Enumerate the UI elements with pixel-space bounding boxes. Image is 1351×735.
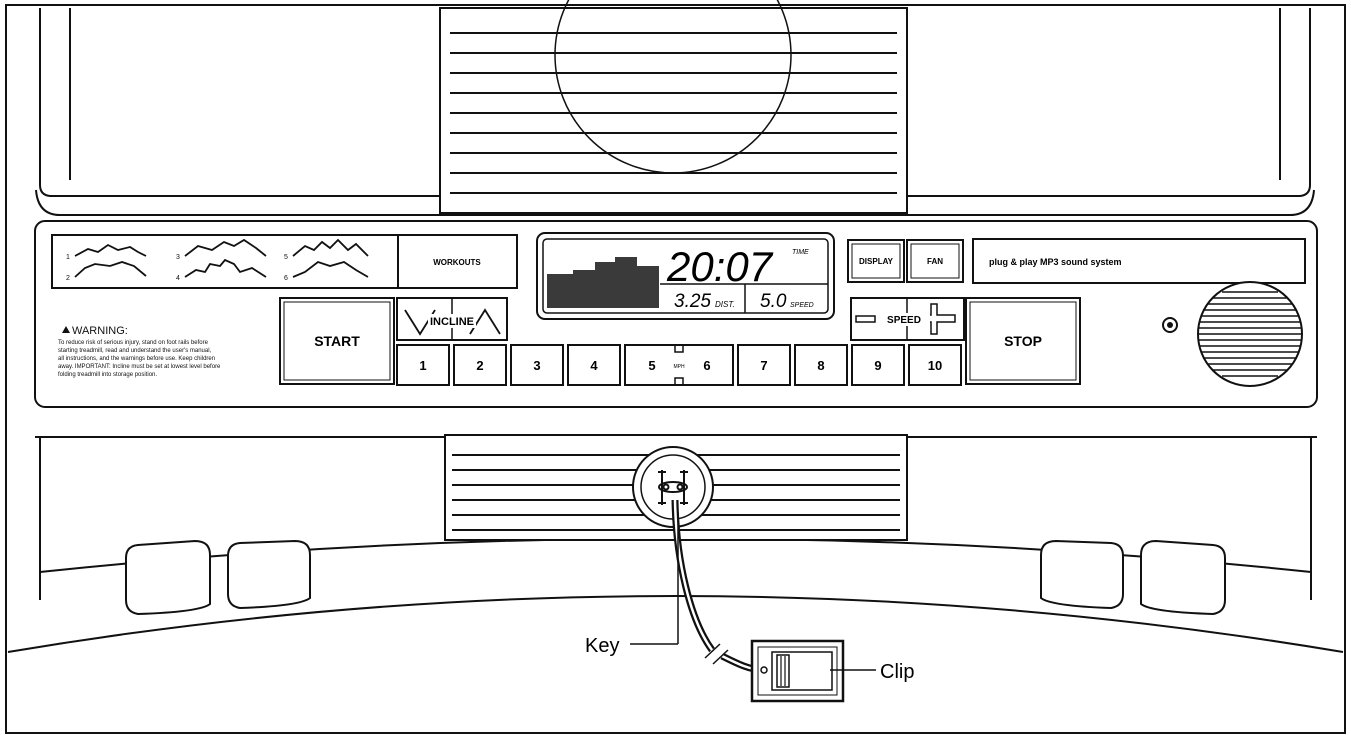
speed-key-4[interactable]: 4 [567,344,621,386]
start-button-label: START [314,333,360,349]
mp3-input-jack-icon[interactable] [1162,317,1178,333]
clip-callout: Clip [830,661,914,683]
incline-buttons[interactable]: INCLINE [396,297,508,341]
speed-key-3[interactable]: 3 [510,344,564,386]
svg-text:WARNING:: WARNING: [72,325,128,337]
svg-text:3: 3 [533,358,540,373]
top-vent [439,0,908,214]
incline-label: INCLINE [430,316,474,328]
lcd-time-label: TIME [792,249,809,256]
workouts-button-label[interactable]: WORKOUTS [433,258,481,267]
cup-holder-right-1 [1040,539,1124,610]
workout-number-4: 4 [176,275,180,282]
workout-number-6: 6 [284,275,288,282]
workout-profiles-panel [51,234,518,289]
lcd-time-value: 20:07 [666,243,774,290]
speed-key-8[interactable]: 8 [794,344,848,386]
speed-key-6[interactable]: 6 [703,358,710,373]
lcd-speed-label: SPEED [790,302,814,309]
workout-profile-icons [74,238,369,278]
speed-key-2[interactable]: 2 [453,344,507,386]
key-callout: Key [585,512,679,657]
clip-callout-label: Clip [880,661,914,683]
stop-button[interactable]: STOP [965,297,1081,385]
speed-key-9[interactable]: 9 [851,344,905,386]
workout-number-1: 1 [66,254,70,261]
svg-text:folding treadmill into storage: folding treadmill into storage position. [58,372,157,378]
warning-icon [62,326,70,333]
speed-keypad: 1 2 3 4 5 MPH 6 7 8 [396,344,962,386]
mph-label: MPH [673,364,685,370]
svg-text:8: 8 [817,358,824,373]
svg-text:4: 4 [590,358,598,373]
lcd-speed-value: 5.0 [760,291,787,312]
start-button[interactable]: START [279,297,395,385]
svg-text:7: 7 [760,358,767,373]
display-button-label: DISPLAY [859,257,894,266]
safety-key-icon[interactable] [658,470,688,505]
mp3-sound-system-label: plug & play MP3 sound system [989,257,1122,267]
svg-text:9: 9 [874,358,881,373]
key-callout-label: Key [585,635,619,657]
speed-buttons[interactable]: SPEED [850,297,965,341]
svg-text:away. IMPORTANT: Incline must: away. IMPORTANT: Incline must be set at … [58,364,221,370]
fan-button[interactable]: FAN [906,239,964,283]
svg-text:10: 10 [928,358,942,373]
svg-text:all instructions, and the warn: all instructions, and the warnings befor… [58,356,215,362]
svg-text:2: 2 [476,358,483,373]
speed-key-5[interactable]: 5 [648,358,655,373]
speed-keys-5-6: 5 MPH 6 [624,344,734,386]
lcd-display: 20:07 TIME 3.25 DIST. 5.0 SPEED [536,232,835,320]
mp3-label-panel [972,238,1306,284]
stop-button-label: STOP [1004,333,1042,349]
lcd-distance-label: DIST. [715,300,735,309]
lcd-profile-bars [547,257,659,308]
cup-holder-left-2 [227,539,311,610]
fan-button-label: FAN [927,257,943,266]
speed-key-1[interactable]: 1 [396,344,450,386]
lcd-distance-value: 3.25 [674,291,711,312]
workout-number-2: 2 [66,275,70,282]
safety-key-receptacle[interactable] [632,446,714,528]
speed-key-10[interactable]: 10 [908,344,962,386]
svg-text:1: 1 [419,358,426,373]
svg-text:To reduce risk of serious inju: To reduce risk of serious injury, stand … [58,340,209,346]
cup-holder-right-2 [1140,539,1226,616]
display-button[interactable]: DISPLAY [847,239,905,283]
speed-key-7[interactable]: 7 [737,344,791,386]
cup-holder-left-1 [125,539,211,616]
safety-clip-icon [750,639,845,703]
speed-label: SPEED [887,315,921,326]
speed-minus-icon[interactable] [855,315,876,323]
speaker-grille-icon [1197,281,1303,387]
workout-number-3: 3 [176,254,180,261]
cup-holders [125,539,1226,616]
svg-text:starting treadmill, read and u: starting treadmill, read and understand … [58,348,212,354]
warning-text: WARNING: To reduce risk of serious injur… [58,325,221,378]
workout-number-5: 5 [284,254,288,261]
